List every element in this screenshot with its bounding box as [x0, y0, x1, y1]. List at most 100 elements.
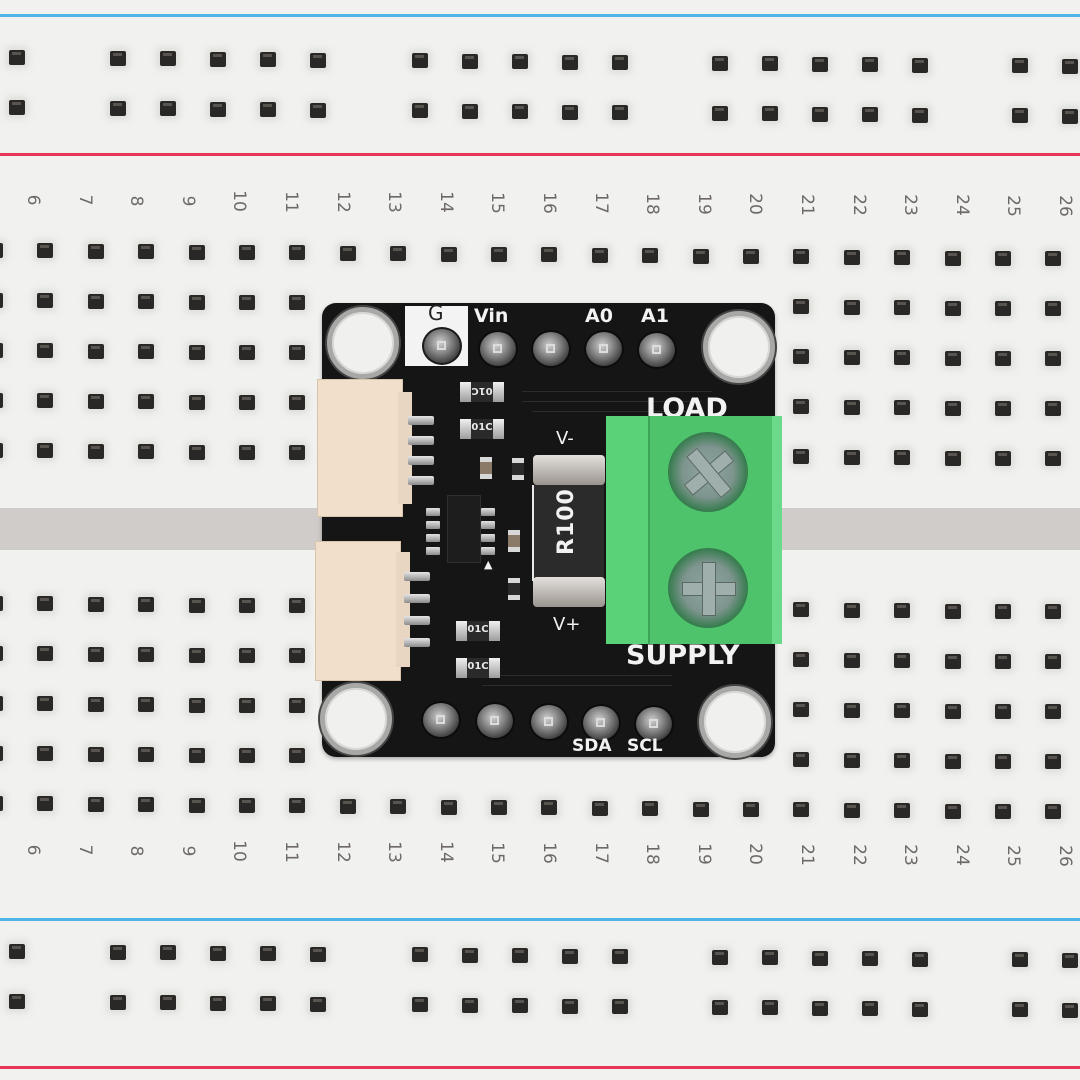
- breadboard-hole[interactable]: [260, 102, 276, 117]
- breadboard-hole[interactable]: [210, 101, 226, 117]
- breadboard-hole[interactable]: [894, 753, 911, 769]
- breadboard-hole[interactable]: [894, 703, 911, 719]
- breadboard-hole[interactable]: [239, 598, 255, 613]
- breadboard-hole[interactable]: [37, 443, 54, 459]
- breadboard-hole[interactable]: [894, 803, 911, 819]
- breadboard-hole[interactable]: [944, 450, 961, 466]
- breadboard-hole[interactable]: [1045, 301, 1062, 317]
- breadboard-hole[interactable]: [762, 106, 778, 121]
- breadboard-hole[interactable]: [793, 399, 810, 415]
- breadboard-hole[interactable]: [612, 949, 628, 964]
- breadboard-hole[interactable]: [0, 243, 3, 258]
- breadboard-hole[interactable]: [944, 300, 961, 316]
- breadboard-hole[interactable]: [440, 246, 457, 262]
- breadboard-hole[interactable]: [642, 248, 659, 264]
- breadboard-hole[interactable]: [894, 250, 911, 266]
- breadboard-hole[interactable]: [239, 245, 255, 260]
- breadboard-hole[interactable]: [462, 947, 478, 963]
- breadboard-hole[interactable]: [289, 598, 306, 614]
- breadboard-hole[interactable]: [0, 696, 3, 711]
- breadboard-hole[interactable]: [944, 753, 961, 769]
- breadboard-hole[interactable]: [188, 697, 205, 713]
- breadboard-hole[interactable]: [1045, 754, 1062, 770]
- breadboard-hole[interactable]: [1062, 108, 1078, 124]
- breadboard-hole[interactable]: [612, 999, 628, 1014]
- breadboard-hole[interactable]: [239, 748, 255, 763]
- breadboard-hole[interactable]: [160, 945, 176, 960]
- breadboard-hole[interactable]: [843, 702, 860, 718]
- breadboard-hole[interactable]: [289, 445, 306, 461]
- breadboard-hole[interactable]: [894, 300, 911, 316]
- breadboard-hole[interactable]: [995, 251, 1011, 266]
- breadboard-hole[interactable]: [1045, 251, 1062, 267]
- breadboard-hole[interactable]: [239, 698, 255, 713]
- breadboard-hole[interactable]: [37, 343, 54, 359]
- breadboard-hole[interactable]: [138, 747, 155, 763]
- breadboard-hole[interactable]: [138, 697, 155, 713]
- breadboard-hole[interactable]: [793, 602, 810, 618]
- breadboard-hole[interactable]: [138, 647, 155, 663]
- breadboard-hole[interactable]: [87, 646, 104, 662]
- breadboard-hole[interactable]: [793, 249, 810, 265]
- breadboard-hole[interactable]: [9, 994, 25, 1009]
- breadboard-hole[interactable]: [239, 395, 255, 410]
- pad-scl[interactable]: [634, 705, 674, 743]
- breadboard-hole[interactable]: [0, 293, 3, 308]
- breadboard-hole[interactable]: [944, 703, 961, 719]
- breadboard-hole[interactable]: [339, 798, 356, 814]
- breadboard-hole[interactable]: [894, 400, 911, 416]
- breadboard-hole[interactable]: [512, 948, 528, 963]
- breadboard-hole[interactable]: [995, 704, 1011, 719]
- breadboard-hole[interactable]: [310, 996, 326, 1012]
- breadboard-hole[interactable]: [995, 804, 1011, 819]
- breadboard-hole[interactable]: [1012, 952, 1028, 967]
- breadboard-hole[interactable]: [1012, 1002, 1028, 1017]
- breadboard-hole[interactable]: [87, 696, 104, 712]
- breadboard-hole[interactable]: [239, 295, 255, 310]
- breadboard-hole[interactable]: [289, 648, 306, 664]
- breadboard-hole[interactable]: [944, 653, 961, 669]
- breadboard-hole[interactable]: [239, 345, 255, 360]
- breadboard-hole[interactable]: [87, 596, 104, 612]
- breadboard-hole[interactable]: [995, 604, 1011, 619]
- breadboard-hole[interactable]: [793, 299, 810, 315]
- breadboard-hole[interactable]: [188, 797, 205, 813]
- breadboard-hole[interactable]: [812, 950, 828, 966]
- breadboard-hole[interactable]: [692, 248, 709, 264]
- breadboard-hole[interactable]: [210, 51, 226, 67]
- breadboard-hole[interactable]: [138, 597, 155, 613]
- breadboard-hole[interactable]: [412, 947, 428, 962]
- breadboard-hole[interactable]: [995, 654, 1011, 669]
- breadboard-hole[interactable]: [862, 1001, 878, 1016]
- breadboard-hole[interactable]: [87, 796, 104, 812]
- breadboard-hole[interactable]: [862, 107, 878, 122]
- breadboard-hole[interactable]: [37, 293, 54, 309]
- breadboard-hole[interactable]: [1062, 952, 1078, 968]
- breadboard-hole[interactable]: [541, 247, 558, 263]
- breadboard-hole[interactable]: [995, 451, 1011, 466]
- breadboard-hole[interactable]: [1045, 451, 1062, 467]
- breadboard-hole[interactable]: [412, 53, 428, 68]
- breadboard-hole[interactable]: [87, 243, 104, 259]
- breadboard-hole[interactable]: [812, 106, 828, 122]
- breadboard-hole[interactable]: [912, 951, 928, 967]
- breadboard-hole[interactable]: [843, 449, 860, 465]
- breadboard-hole[interactable]: [37, 243, 54, 259]
- breadboard-hole[interactable]: [712, 999, 728, 1015]
- pad-bottom-2[interactable]: [475, 702, 515, 740]
- breadboard-hole[interactable]: [843, 602, 860, 618]
- breadboard-hole[interactable]: [0, 646, 3, 661]
- breadboard-hole[interactable]: [562, 948, 578, 964]
- breadboard-hole[interactable]: [1045, 804, 1062, 820]
- breadboard-hole[interactable]: [289, 748, 306, 764]
- breadboard-hole[interactable]: [210, 945, 226, 961]
- breadboard-hole[interactable]: [289, 295, 306, 311]
- screw-supply[interactable]: [668, 548, 748, 628]
- breadboard-hole[interactable]: [843, 249, 860, 265]
- breadboard-hole[interactable]: [944, 400, 961, 416]
- breadboard-hole[interactable]: [239, 445, 255, 460]
- breadboard-hole[interactable]: [894, 653, 911, 669]
- breadboard-hole[interactable]: [1045, 654, 1062, 670]
- breadboard-hole[interactable]: [462, 53, 478, 69]
- breadboard-hole[interactable]: [289, 245, 306, 261]
